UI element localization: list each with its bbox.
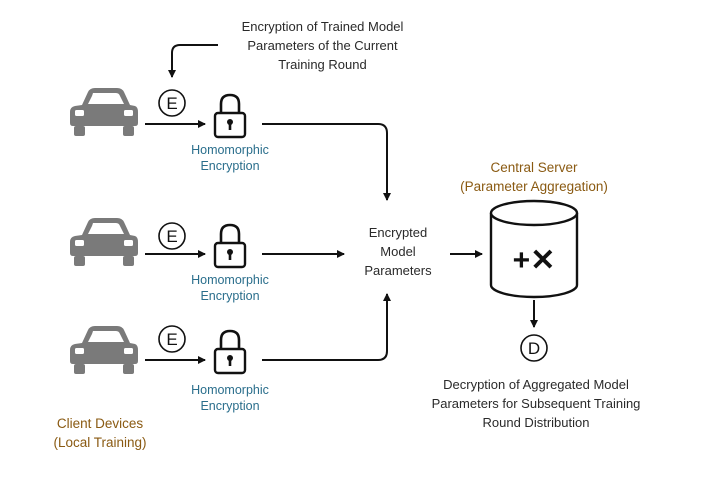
encrypted-params-label: Encrypted Model Parameters: [364, 225, 432, 278]
car-icon: [70, 88, 138, 136]
car-icon: [70, 326, 138, 374]
lock-to-params-arrow-1: [262, 123, 391, 201]
client-label: Client Devices (Local Training): [53, 416, 147, 450]
encrypt-marker-label-1: E: [166, 94, 177, 113]
top-note: Encryption of Trained Model Parameters o…: [241, 19, 404, 72]
server-symbol: +✕: [513, 244, 556, 277]
lock-icon: [213, 223, 247, 269]
encrypt-marker-label-2: E: [166, 227, 177, 246]
encrypt-marker-1: [158, 89, 186, 117]
encrypt-marker-label-3: E: [166, 330, 177, 349]
lock-icon: [213, 93, 247, 139]
decrypt-marker: [520, 334, 548, 362]
encryption-label-2: Homomorphic Encryption: [191, 273, 269, 303]
decrypt-marker-label: D: [528, 339, 540, 358]
decryption-note: Decryption of Aggregated Model Parameter…: [431, 377, 641, 430]
server-cylinder: [489, 199, 579, 299]
top-note-arrow: [168, 44, 218, 78]
server-label: Central Server (Parameter Aggregation): [460, 160, 608, 194]
encryption-label-1: Homomorphic Encryption: [191, 143, 269, 173]
lock-icon: [213, 329, 247, 375]
encrypt-marker-3: [158, 325, 186, 353]
encrypt-marker-2: [158, 222, 186, 250]
lock-to-params-arrow-3: [262, 293, 391, 361]
car-icon: [70, 218, 138, 266]
encryption-label-3: Homomorphic Encryption: [191, 383, 269, 413]
